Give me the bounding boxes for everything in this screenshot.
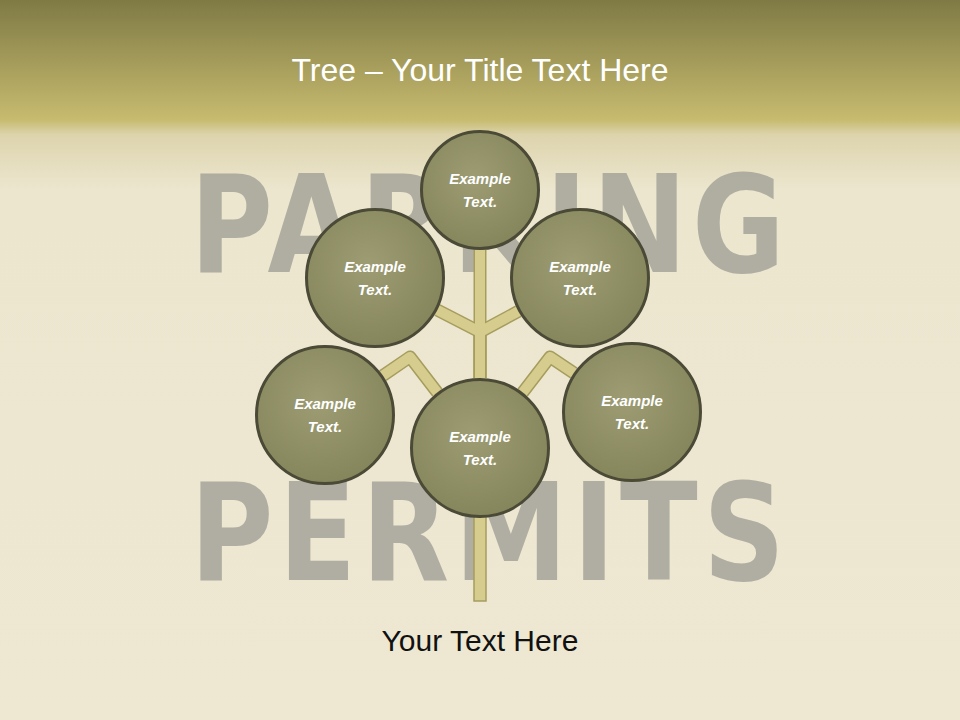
circle-shape — [257, 347, 394, 484]
slide-title: Tree – Your Title Text Here — [0, 52, 960, 89]
circle-outline — [410, 378, 550, 518]
circle-shape — [564, 344, 701, 481]
circle-outline — [510, 208, 650, 348]
circle-outline — [255, 345, 395, 485]
tree-branch — [437, 310, 480, 378]
branch-outline — [523, 357, 574, 393]
node-label: Example Text. — [540, 255, 620, 301]
node-label: Example Text. — [335, 255, 415, 301]
tree-branch — [383, 357, 437, 393]
tree-circle: Example Text. — [562, 342, 702, 482]
node-label: Example Text. — [592, 389, 672, 435]
tree-circle: Example Text. — [510, 208, 650, 348]
slide-caption: Your Text Here — [0, 624, 960, 658]
branch-outline — [480, 311, 518, 378]
circle-outline — [305, 208, 445, 348]
node-label: Example Text. — [440, 425, 520, 471]
circle-shape — [422, 132, 539, 249]
circle-outline — [562, 342, 702, 482]
tree-circle: Example Text. — [420, 130, 540, 250]
tree-branch — [480, 311, 518, 378]
circle-shape — [512, 210, 649, 347]
tree-circle: Example Text. — [305, 208, 445, 348]
circle-shape — [412, 380, 549, 517]
tree-circle: Example Text. — [410, 378, 550, 518]
circle-outline — [420, 130, 540, 250]
node-label: Example Text. — [440, 167, 520, 213]
branch-outline — [383, 357, 437, 393]
node-label: Example Text. — [285, 392, 365, 438]
circle-shape — [307, 210, 444, 347]
tree-circle: Example Text. — [255, 345, 395, 485]
tree-branch — [523, 357, 574, 393]
